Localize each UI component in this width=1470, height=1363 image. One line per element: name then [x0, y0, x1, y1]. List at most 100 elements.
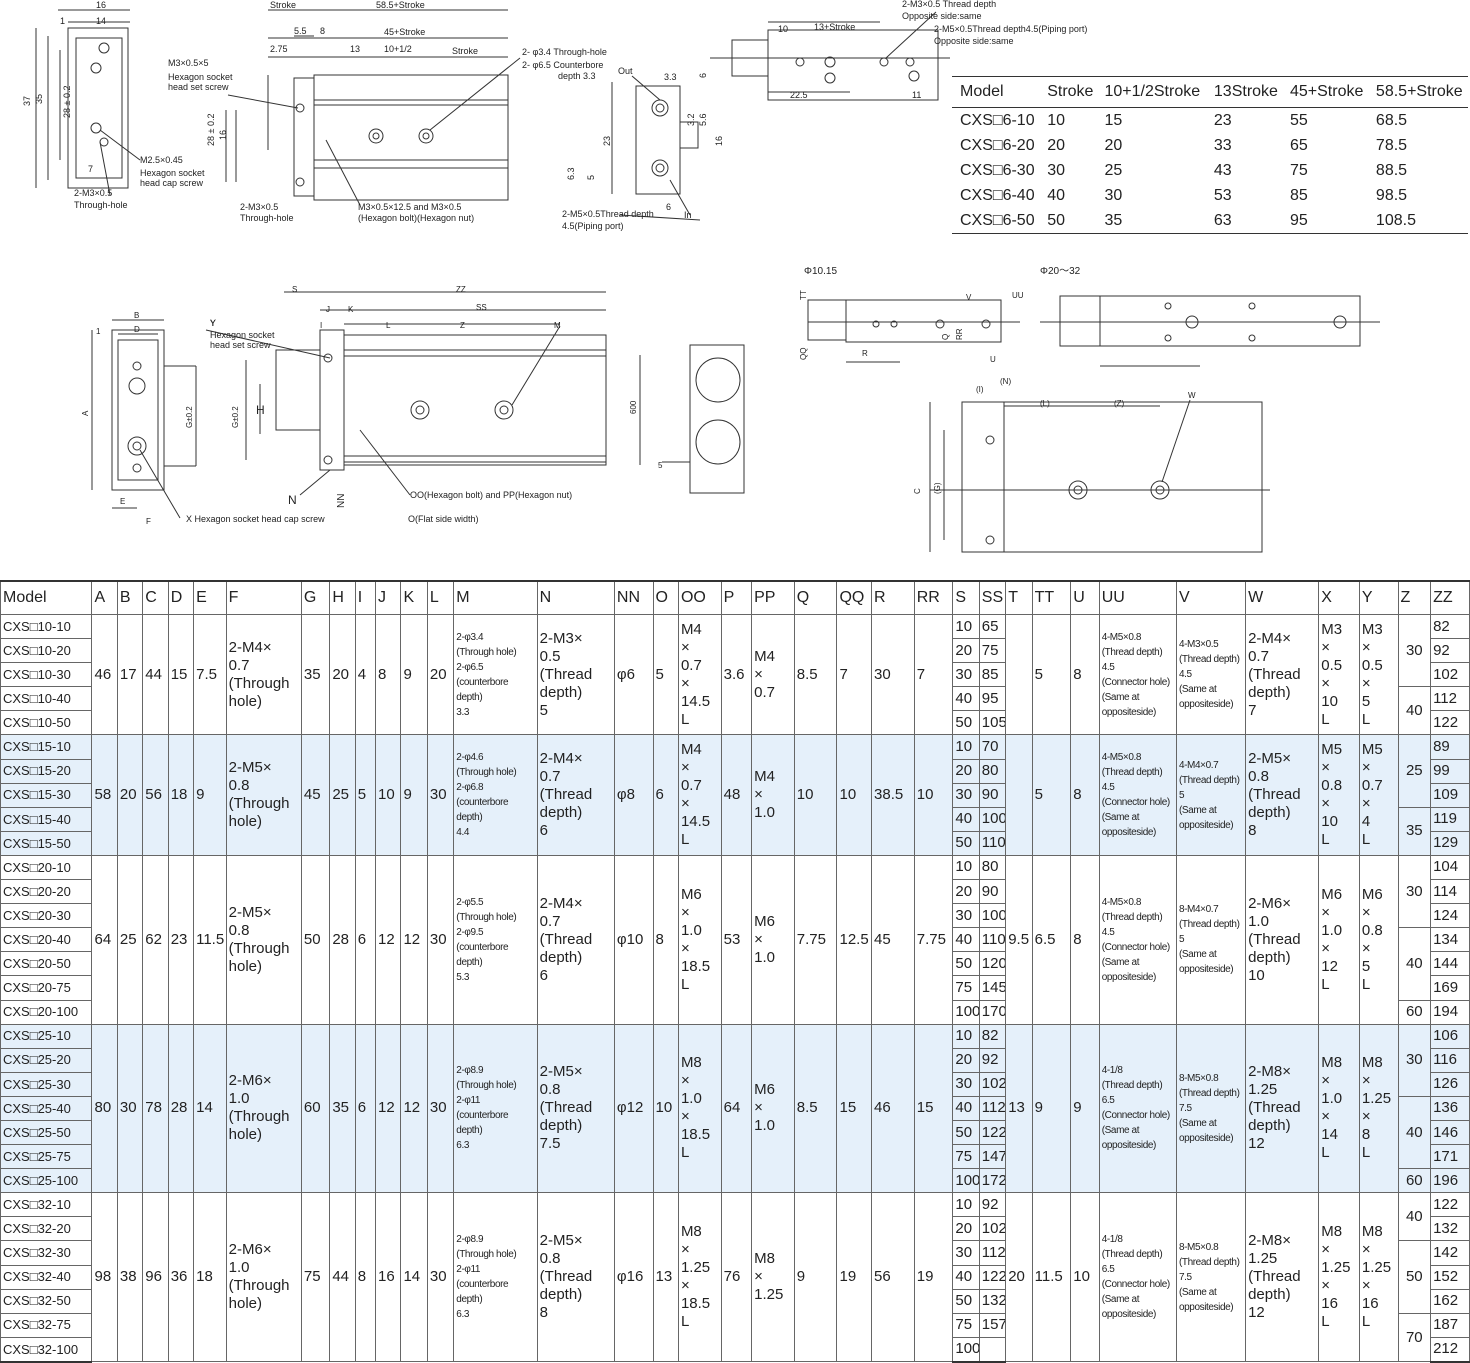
cell-zz: 129 [1430, 830, 1470, 856]
dim-label: 45+Stroke [384, 27, 425, 37]
cell-o: 5 [652, 613, 679, 736]
cell-s: 50 [952, 951, 980, 977]
dim-label: Z [460, 321, 465, 330]
cell-j: 8 [375, 613, 402, 736]
column-header: SS [978, 580, 1007, 615]
dim-label: 23 [602, 136, 612, 146]
column-header: OO [677, 580, 722, 615]
port-view-cxs6 [611, 75, 701, 221]
callout-text: M3×0.5×12.5 and M3×0.5 [358, 202, 461, 212]
model-cell: CXS□32-50 [0, 1288, 93, 1314]
cell-s: 100 [952, 999, 980, 1025]
cell-z: 70 [1397, 1312, 1432, 1363]
cell-tt: 9 [1031, 1023, 1072, 1194]
dim-label: U [990, 355, 996, 364]
end-view-cxs6 [35, 9, 141, 196]
cell-n: 2-M5× 0.8 (Thread depth) 8 [536, 1192, 615, 1363]
end-view-main [91, 319, 197, 519]
dim-label: 16 [96, 0, 106, 10]
cell-ss: 170 [978, 999, 1007, 1025]
callout-text: Y [210, 318, 216, 328]
dim-label: 14 [96, 16, 106, 26]
dim-label: Stroke [270, 0, 296, 10]
column-header: M [453, 580, 538, 615]
model-cell: CXS□15-20 [0, 758, 93, 784]
cell-nn: φ8 [613, 734, 654, 856]
cell-n: 2-M4× 0.7 (Thread depth) 6 [536, 734, 615, 856]
cell-l: 30 [426, 1023, 455, 1194]
column-header: R [871, 580, 915, 615]
dim-label: 28 ± 0.2 [206, 114, 216, 146]
cell-t [1005, 613, 1033, 736]
cell-tt: 5 [1031, 734, 1072, 856]
callout-text: Φ10.15 [804, 266, 837, 277]
cell-a: 64 [91, 854, 118, 1025]
cell-o: 13 [652, 1192, 679, 1363]
column-header: L [426, 580, 455, 615]
side-view-cxs6 [225, 9, 521, 206]
cell-ss: 145 [978, 975, 1007, 1001]
cell-rr: 7 [913, 613, 954, 736]
dim-label: 5.6 [698, 113, 708, 126]
stroke-table-header-cell: 10+1/2Stroke [1096, 76, 1206, 108]
cell-s: 30 [952, 1240, 980, 1266]
dim-label: N [288, 493, 297, 507]
column-header: PP [751, 580, 795, 615]
cell-s: 10 [952, 613, 980, 640]
cell-e: 11.5 [193, 854, 227, 1025]
column-header: V [1175, 580, 1247, 615]
cell-ss: 122 [978, 1264, 1007, 1290]
model-cell: CXS□10-10 [0, 613, 93, 640]
cell-c: 44 [142, 613, 169, 736]
cell-s: 20 [952, 1216, 980, 1242]
cell-x: M3 × 0.5 × 10 L [1318, 613, 1360, 736]
cell-k: 12 [400, 854, 428, 1025]
model-cell: CXS□10-40 [0, 686, 93, 712]
cell-s: 20 [952, 879, 980, 905]
cell-ss: 82 [978, 1023, 1007, 1049]
cell-f: 2-M5× 0.8 (Through hole) [225, 854, 302, 1025]
cell-zz: 162 [1430, 1288, 1470, 1314]
column-header: F [225, 580, 302, 615]
model-cell: CXS□20-20 [0, 879, 93, 905]
cell-nn: φ12 [613, 1023, 654, 1194]
model-cell: CXS□32-10 [0, 1192, 93, 1218]
model-cell: CXS□20-40 [0, 927, 93, 953]
stroke-table-cell: CXS□6-10 [960, 111, 1035, 129]
callout-text: 2- φ6.5 Counterbore [522, 60, 603, 70]
stroke-table-header-cell: 58.5+Stroke [1367, 76, 1468, 108]
cell-g: 75 [300, 1192, 331, 1363]
callout-text: Hexagon socket [168, 72, 233, 82]
cell-ss: 90 [978, 879, 1007, 905]
cell-s: 30 [952, 782, 980, 808]
cell-k: 9 [400, 613, 428, 736]
cell-t: 20 [1005, 1192, 1033, 1363]
cell-q: 7.75 [793, 854, 838, 1025]
dim-label: 13+Stroke [814, 22, 855, 32]
technical-drawings: 16 1 14 37 35 28 ± 0.2 7 Stroke 58.5+Str… [22, 0, 1380, 553]
cell-a: 46 [91, 613, 118, 736]
column-header: J [375, 580, 402, 615]
cell-c: 56 [142, 734, 169, 856]
callout-text: depth 3.3 [558, 71, 596, 81]
callout-text: 2-M3×0.5 [240, 202, 278, 212]
dim-label: ZZ [456, 285, 466, 294]
column-header: W [1245, 580, 1320, 615]
cell-k: 9 [400, 734, 428, 856]
cell-zz: 152 [1430, 1264, 1470, 1290]
stroke-table-cell: CXS□6-50 [952, 208, 1040, 234]
stroke-table-cell: 25 [1104, 161, 1123, 179]
cell-zz: 89 [1430, 734, 1470, 760]
cell-y: M8 × 1.25 × 8 L [1358, 1023, 1399, 1194]
cell-rr: 19 [913, 1192, 954, 1363]
stroke-table-cell: 75 [1289, 161, 1308, 179]
cell-r: 30 [871, 613, 915, 736]
top-view-large [929, 399, 1270, 553]
model-cell: CXS□20-30 [0, 903, 93, 929]
cell-zz: 146 [1430, 1119, 1470, 1146]
